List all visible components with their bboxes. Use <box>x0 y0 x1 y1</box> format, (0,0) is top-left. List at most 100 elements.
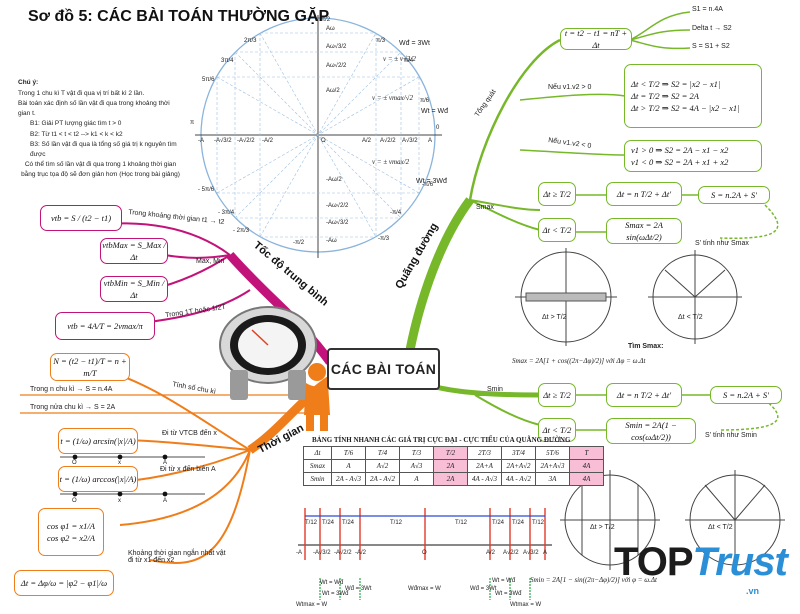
energy-label: Wt = 3Wđ <box>416 178 447 185</box>
circle-dt-lt: Δt < T/2 <box>678 314 703 321</box>
velocity-label: -Aω/2 <box>326 177 342 183</box>
table-title: BẢNG TÍNH NHANH CÁC GIÁ TRỊ CỰC ĐẠI - CỰ… <box>312 436 571 444</box>
distance-cases-box: Δt < T/2 ⇒ S2 = |x2 − x1| Δt = T/2 ⇒ S2 … <box>624 64 762 128</box>
speedometer-illustration <box>219 306 317 400</box>
angle-label: - 2π/3 <box>233 228 250 234</box>
logo-trust: Trust <box>692 540 788 584</box>
axis2-point: O <box>422 550 427 556</box>
table-cell: Smin <box>303 472 332 486</box>
case-line: v1 > 0 ⇒ S2 = 2A − x1 − x2 <box>631 145 729 155</box>
angle-label: π/6 <box>420 98 430 104</box>
time-formula-arcsin: t = (1/ω) arcsin(|x|/A) <box>58 428 138 454</box>
energy-mark: Wt = 3Wđ <box>495 591 522 597</box>
energy-mark: Wđ = 3Wt <box>345 586 372 592</box>
axis-label: A <box>428 138 433 144</box>
angle-label: 0 <box>436 125 440 131</box>
table-cell: 2A - A√3 <box>331 472 366 486</box>
axis-label: -A/2 <box>262 138 274 144</box>
velocity-label: -Aω <box>326 238 337 244</box>
tick-label: T/12 <box>455 520 468 526</box>
table-cell: A√2 <box>365 459 400 473</box>
smin-cond-lt: Δt < T/2 <box>538 418 576 442</box>
table-cell: T <box>569 446 604 460</box>
logo-domain: .vn <box>746 586 760 596</box>
energy-mark: Wtmax = W <box>296 602 328 608</box>
page-title: Sơ đồ 5: CÁC BÀI TOÁN THƯỜNG GẶP <box>28 8 330 25</box>
toptrust-logo: TOPTrust <box>614 540 788 585</box>
angle-label: -π/3 <box>378 236 390 242</box>
circle-dt-lt: Δt < T/2 <box>708 524 733 531</box>
axis-point: O <box>72 460 77 466</box>
time-label-n: Trong n chu kì → S = n.4A <box>30 386 113 393</box>
table-cell: A√3 <box>399 459 434 473</box>
angle-label: π <box>190 120 195 126</box>
smax-result: S = n.2A + S' <box>698 186 770 204</box>
smin-cond-ge: Δt ≥ T/2 <box>538 383 576 407</box>
axis2-point: A <box>543 550 548 556</box>
distance-velocity-box: v1 > 0 ⇒ S2 = 2A − x1 − x2 v1 < 0 ⇒ S2 =… <box>624 140 762 172</box>
velocity-label: Aω√2/2 <box>326 63 347 69</box>
table-cell: 4A <box>569 472 604 486</box>
tick-label: T/12 <box>390 520 403 526</box>
angle-label: - 5π/6 <box>198 187 215 193</box>
angle-label: 5π/6 <box>202 77 215 83</box>
smin-note: S' tính như Smin <box>705 432 757 439</box>
energy-mark: Wt = Wđ <box>492 578 516 584</box>
note-line: Bài toán xác định số lần vật đi qua tron… <box>18 100 170 117</box>
table-cell: 3A <box>535 472 570 486</box>
table-cell: A <box>331 459 366 473</box>
axis-label: O <box>321 138 326 144</box>
time-label-half: Trong nửa chu kì → S = 2A <box>30 404 116 411</box>
note-heading: Chú ý: <box>18 79 39 86</box>
unit-circle <box>195 15 442 258</box>
smax-note: S' tính như Smax <box>695 240 749 247</box>
find-smax-label: Tìm Smax: <box>628 343 664 350</box>
axis2-point: -A/2 <box>355 550 367 556</box>
circle-dt-gt: Δt > T/2 <box>590 524 615 531</box>
axis2-point: A√3/2 <box>523 550 539 556</box>
quick-table: Δt T/6 T/4 T/3 T/2 2T/3 3T/4 5T/6 T Smax… <box>303 446 604 486</box>
phase-1: cos φ1 = x1/A <box>47 521 95 531</box>
speed-formula-max: vtbMax = S_Max / Δt <box>100 238 168 264</box>
tick-label: T/12 <box>305 520 318 526</box>
note-line: B2: Từ t1 < t < t2 --> k1 < k < k2 <box>30 130 123 138</box>
note-line: B3: Số lần vật đi qua là tổng số giá trị… <box>30 141 177 158</box>
axis-point: A <box>163 498 168 504</box>
angle-label: π/3 <box>376 38 386 44</box>
angle-label: 2π/3 <box>244 38 257 44</box>
axis-label: A√3/2 <box>402 138 418 144</box>
smax-formula: Smax = 2A sin(ωΔt/2) <box>606 218 682 244</box>
table-cell: T/4 <box>365 446 400 460</box>
smax-cond-lt: Δt < T/2 <box>538 218 576 242</box>
circle-dt-gt: Δt > T/2 <box>542 314 567 321</box>
axis2-point: A√2/2 <box>503 550 519 556</box>
smax-cond-ge: Δt ≥ T/2 <box>538 182 576 206</box>
time-label-shortest: Khoảng thời gian ngắn nhất vật đi từ x1 … <box>128 550 226 564</box>
axis-label: -A√3/2 <box>214 138 232 144</box>
table-cell: T/2 <box>433 446 468 460</box>
speed-formula-period: vtb = 4A/T = 2vmax/π <box>55 312 155 340</box>
table-cell: Smax <box>303 459 332 473</box>
cond-positive-label: Nếu v1.v2 > 0 <box>548 84 592 91</box>
axis-point: x <box>118 460 121 466</box>
table-cell: 4A - A√3 <box>467 472 502 486</box>
table-cell: 4A <box>569 459 604 473</box>
tick-label: T/24 <box>322 520 335 526</box>
smin-result: S = n.2A + S' <box>710 386 782 404</box>
note-block: Chú ý: Trong 1 chu kì T vật đi qua vị tr… <box>18 78 183 180</box>
axis-label: A√2/2 <box>380 138 396 144</box>
velocity-label: -Aω√2/2 <box>326 203 349 209</box>
speed-formula-min: vtbMin = S_Min / Δt <box>100 276 168 302</box>
velocity-label: Aω <box>326 26 335 32</box>
case-line: Δt < T/2 ⇒ S2 = |x2 − x1| <box>631 79 721 89</box>
smin-formula-circle: Smin = 2A[1 − sin((2π−Δφ)/2)] với φ = ω.… <box>530 576 657 584</box>
speed-formula-avg: vtb = S / (t2 − t1) <box>40 205 122 231</box>
table-cell: A <box>399 472 434 486</box>
velocity-formula: v = ± vmax/√2 <box>372 94 413 102</box>
time-formula-phases: cos φ1 = x1/A cos φ2 = x2/A <box>38 508 104 556</box>
table-cell: 2A+A√3 <box>535 459 570 473</box>
smax-smin-circles <box>515 248 785 570</box>
case-line: v1 < 0 ⇒ S2 = 2A + x1 + x2 <box>631 157 729 167</box>
axis-point: O <box>72 498 77 504</box>
table-cell: Δt <box>303 446 332 460</box>
